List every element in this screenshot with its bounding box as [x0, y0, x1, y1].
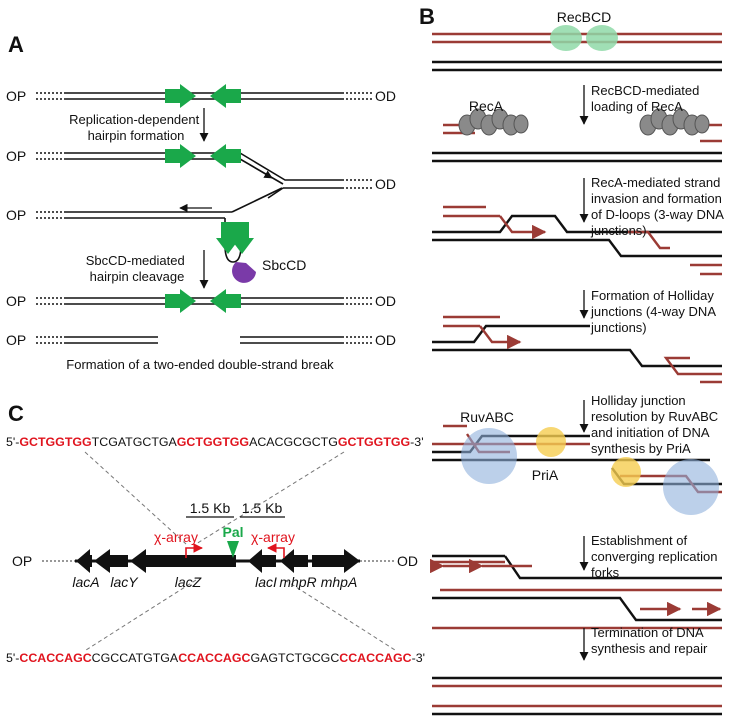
proteins	[458, 25, 719, 515]
scale-left-label: 1.5 Kb	[190, 500, 231, 516]
reca-filament-icon	[458, 108, 529, 136]
panel-a-label: A	[8, 32, 24, 57]
pal-marker	[227, 541, 239, 558]
green-arrow-icon	[210, 84, 241, 108]
green-arrow-icon	[230, 222, 254, 254]
scale-right-label: 1.5 Kb	[242, 500, 283, 516]
chi-array-arrow-left	[185, 543, 203, 558]
green-arrow-icon	[165, 84, 196, 108]
op-label: OP	[6, 332, 26, 348]
sbccd-label: SbcCD	[262, 257, 306, 273]
dna-row-5	[36, 336, 372, 344]
gene-label-mhpa: mhpA	[321, 574, 358, 590]
green-arrow-icon	[165, 289, 196, 313]
pria-icon	[611, 457, 641, 487]
sbccd-icon	[232, 262, 256, 283]
dna-row-1	[36, 92, 372, 100]
gene-labels: lacA lacY lacZ lacI mhpR mhpA	[72, 574, 357, 590]
dna-row-2	[36, 152, 372, 199]
reca-label: RecA	[469, 98, 504, 114]
panel-c-label: C	[8, 401, 24, 426]
step-b6: Termination of DNA synthesis and repair	[591, 625, 708, 656]
dna-row-4	[36, 297, 372, 305]
step-b4: Holliday junction resolution by RuvABC a…	[591, 393, 722, 456]
dna-row-3	[36, 187, 283, 263]
dsb-caption: Formation of a two-ended double-strand b…	[66, 357, 334, 372]
od-label: OD	[375, 332, 396, 348]
green-arrow-icon	[210, 144, 241, 168]
chi-sequence-top: 5'-GCTGGTGGTCGATGCTGAGCTGGTGGACACGCGCTGG…	[6, 435, 424, 449]
chi-array-left-label: χ-array	[154, 529, 198, 545]
green-arrow-icon	[210, 289, 241, 313]
op-label: OP	[6, 207, 26, 223]
op-label: OP	[6, 88, 26, 104]
recbcd-label: RecBCD	[557, 9, 611, 25]
step-b2: RecA-mediated strand invasion and format…	[590, 175, 727, 238]
gene-label-lacy: lacY	[110, 574, 139, 590]
gene-mhpa-arrow	[312, 549, 360, 573]
pria-label: PriA	[532, 467, 559, 483]
palindrome-arrows	[165, 84, 254, 313]
step-hairpin-cleavage: SbcCD-mediated hairpin cleavage	[86, 253, 189, 284]
gene-label-lacz: lacZ	[175, 574, 202, 590]
gene-laci-arrow	[248, 549, 276, 573]
green-arrow-icon	[216, 222, 240, 254]
ruvabc-icon	[663, 459, 719, 515]
chi-array-right-label: χ-array	[251, 529, 295, 545]
panel-b	[430, 32, 722, 716]
op-label: OP	[6, 293, 26, 309]
od-label: OD	[375, 88, 396, 104]
panel-b-label: B	[419, 4, 435, 29]
chromosome	[42, 541, 394, 573]
gene-lacy-arrow	[94, 549, 128, 573]
step-b1: RecBCD-mediated loading of RecA	[591, 83, 703, 114]
gene-label-laca: lacA	[72, 574, 99, 590]
chi-sequence-bottom: 5'-CCACCAGCCGCCATGTGACCACCAGCGAGTCTGCGCC…	[6, 651, 425, 665]
step-hairpin-formation: Replication-dependent hairpin formation	[69, 112, 203, 143]
od-label: OD	[375, 293, 396, 309]
chromosome-op-label: OP	[12, 553, 32, 569]
gene-label-mhpr: mhpR	[279, 574, 316, 590]
gene-lacz-arrow	[130, 549, 236, 573]
panel-a	[36, 92, 372, 344]
chromosome-od-label: OD	[397, 553, 418, 569]
pria-icon	[536, 427, 566, 457]
pal-label: Pal	[222, 524, 243, 540]
op-label: OP	[6, 148, 26, 164]
reca-filament-icon	[639, 108, 710, 136]
ruvabc-label: RuvABC	[460, 409, 514, 425]
gene-mhpr-arrow	[280, 549, 308, 573]
gene-label-laci: lacI	[255, 574, 277, 590]
recbcd-icon	[550, 25, 582, 51]
step-b3: Formation of Holliday junctions (4-way D…	[590, 288, 719, 335]
chi-array-arrow-right	[267, 543, 285, 558]
od-label: OD	[375, 176, 396, 192]
zoom-guides	[84, 451, 396, 651]
green-arrow-icon	[165, 144, 196, 168]
recbcd-icon	[586, 25, 618, 51]
step-b5: Establishment of converging replication …	[591, 533, 721, 580]
ruvabc-icon	[461, 428, 517, 484]
gene-laca-arrow	[76, 549, 92, 573]
